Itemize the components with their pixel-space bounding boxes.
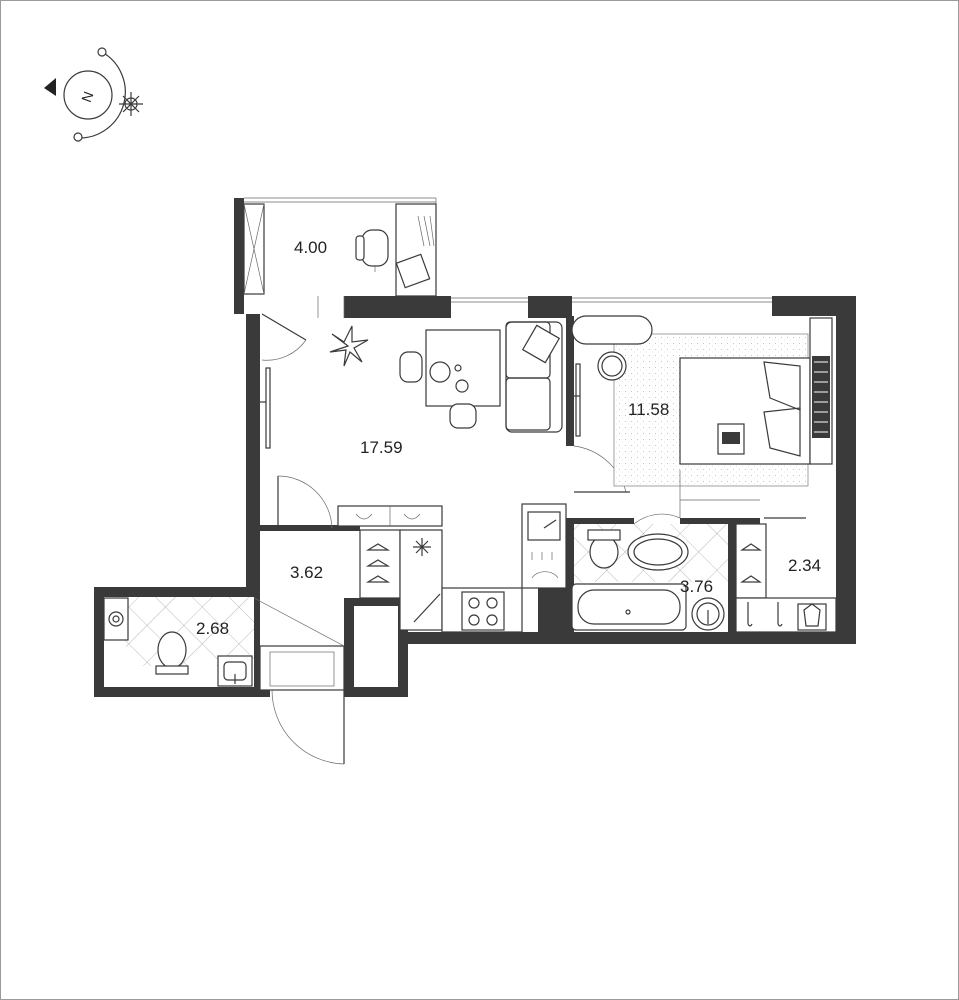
rolling-pin-icon xyxy=(413,593,441,623)
shoe-cabinet xyxy=(259,645,345,691)
sofa-icon xyxy=(505,321,563,433)
shirt-icon xyxy=(797,603,827,631)
bathroom: 3.76 xyxy=(571,513,728,631)
area-label-toilet-room: 2.68 xyxy=(196,619,229,638)
area-label-balcony: 4.00 xyxy=(294,238,327,257)
area-label-bathroom: 3.76 xyxy=(680,577,713,596)
toilet-icon xyxy=(587,529,621,569)
area-label-living-kitchen: 17.59 xyxy=(360,438,403,457)
wardrobe: 2.34 xyxy=(735,523,837,633)
balcony: 4.00 xyxy=(243,203,437,297)
fridge-icon xyxy=(413,538,431,556)
bathtub-icon xyxy=(571,583,687,631)
living-kitchen: 17.59 xyxy=(258,313,630,633)
toilet-room: 2.68 xyxy=(103,597,254,687)
walls xyxy=(94,198,856,697)
compass: N xyxy=(44,47,143,142)
bed-icon xyxy=(679,357,811,465)
windows xyxy=(244,197,772,318)
compass-letter: N xyxy=(78,89,96,104)
radiator-icon xyxy=(809,317,833,465)
area-label-wardrobe: 2.34 xyxy=(788,556,821,575)
plant-icon xyxy=(329,325,369,367)
sun-icon xyxy=(119,92,143,116)
sink-icon xyxy=(217,655,253,687)
washing-machine-icon xyxy=(103,597,129,641)
sink-icon xyxy=(527,511,561,541)
armchair-icon xyxy=(597,351,627,381)
toilet-icon xyxy=(155,631,189,675)
balcony-shelf xyxy=(395,203,437,297)
compass-ring xyxy=(63,70,113,120)
hallway: 3.62 xyxy=(253,475,345,765)
area-label-hallway: 3.62 xyxy=(290,563,323,582)
area-label-bedroom: 11.58 xyxy=(628,400,669,419)
dining-table-icon xyxy=(399,329,501,429)
hanger-icon xyxy=(747,602,783,627)
desk-chair-icon xyxy=(355,229,389,272)
stove-icon xyxy=(461,591,505,631)
kitchen-counter xyxy=(337,503,567,633)
compass-arrow-icon xyxy=(44,78,56,96)
bench xyxy=(571,315,653,345)
sink-icon xyxy=(691,597,725,631)
hanger-icon xyxy=(365,543,391,583)
bedroom: 11.58 xyxy=(571,315,833,519)
